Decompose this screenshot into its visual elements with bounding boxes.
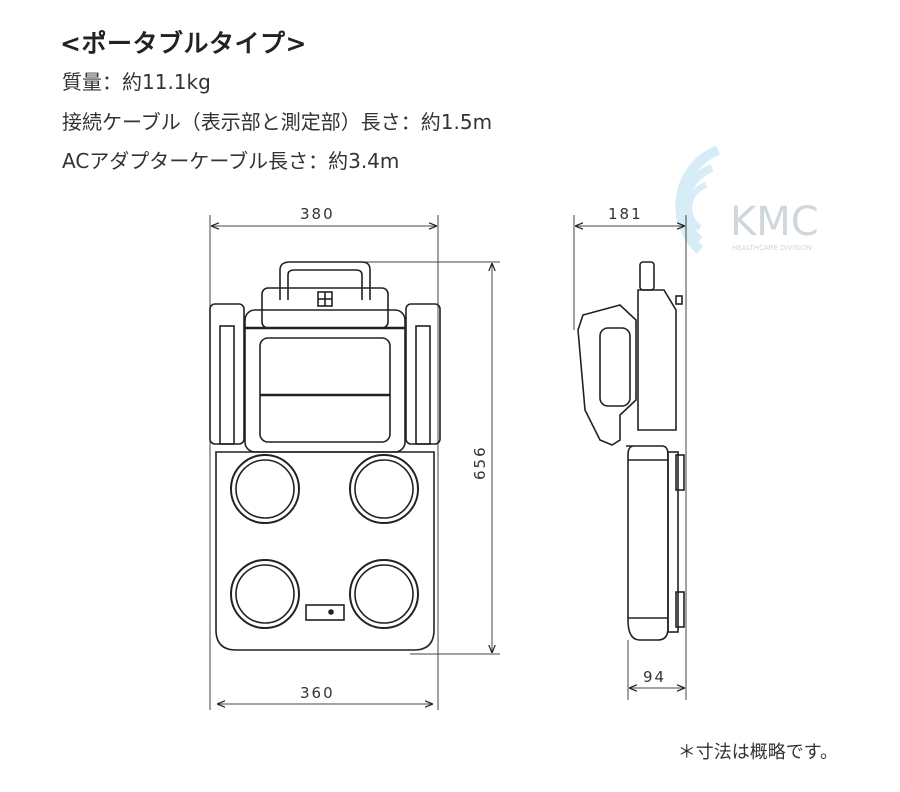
logo-text: KMC xyxy=(730,199,819,245)
footnote: ＊寸法は概略です。 xyxy=(677,742,838,763)
spec-cable-length: 接続ケーブル（表示部と測定部）長さ：約1.5m xyxy=(62,110,493,134)
kmc-logo: KMC HEALTHCARE DIVISION xyxy=(675,145,819,254)
side-view xyxy=(577,261,685,641)
page-title: <ポータブルタイプ> xyxy=(60,29,307,58)
dim-label-181: 181 xyxy=(608,205,643,223)
dim-label-360: 360 xyxy=(300,684,335,702)
dim-label-380: 380 xyxy=(300,205,335,223)
logo-subtext: HEALTHCARE DIVISION xyxy=(732,244,812,252)
dim-label-94: 94 xyxy=(643,668,666,686)
dim-label-656: 656 xyxy=(471,445,489,480)
spec-weight: 質量：約11.1kg xyxy=(62,70,211,94)
front-view xyxy=(209,261,441,651)
spec-ac-cable-length: ACアダプターケーブル長さ：約3.4m xyxy=(62,149,400,173)
